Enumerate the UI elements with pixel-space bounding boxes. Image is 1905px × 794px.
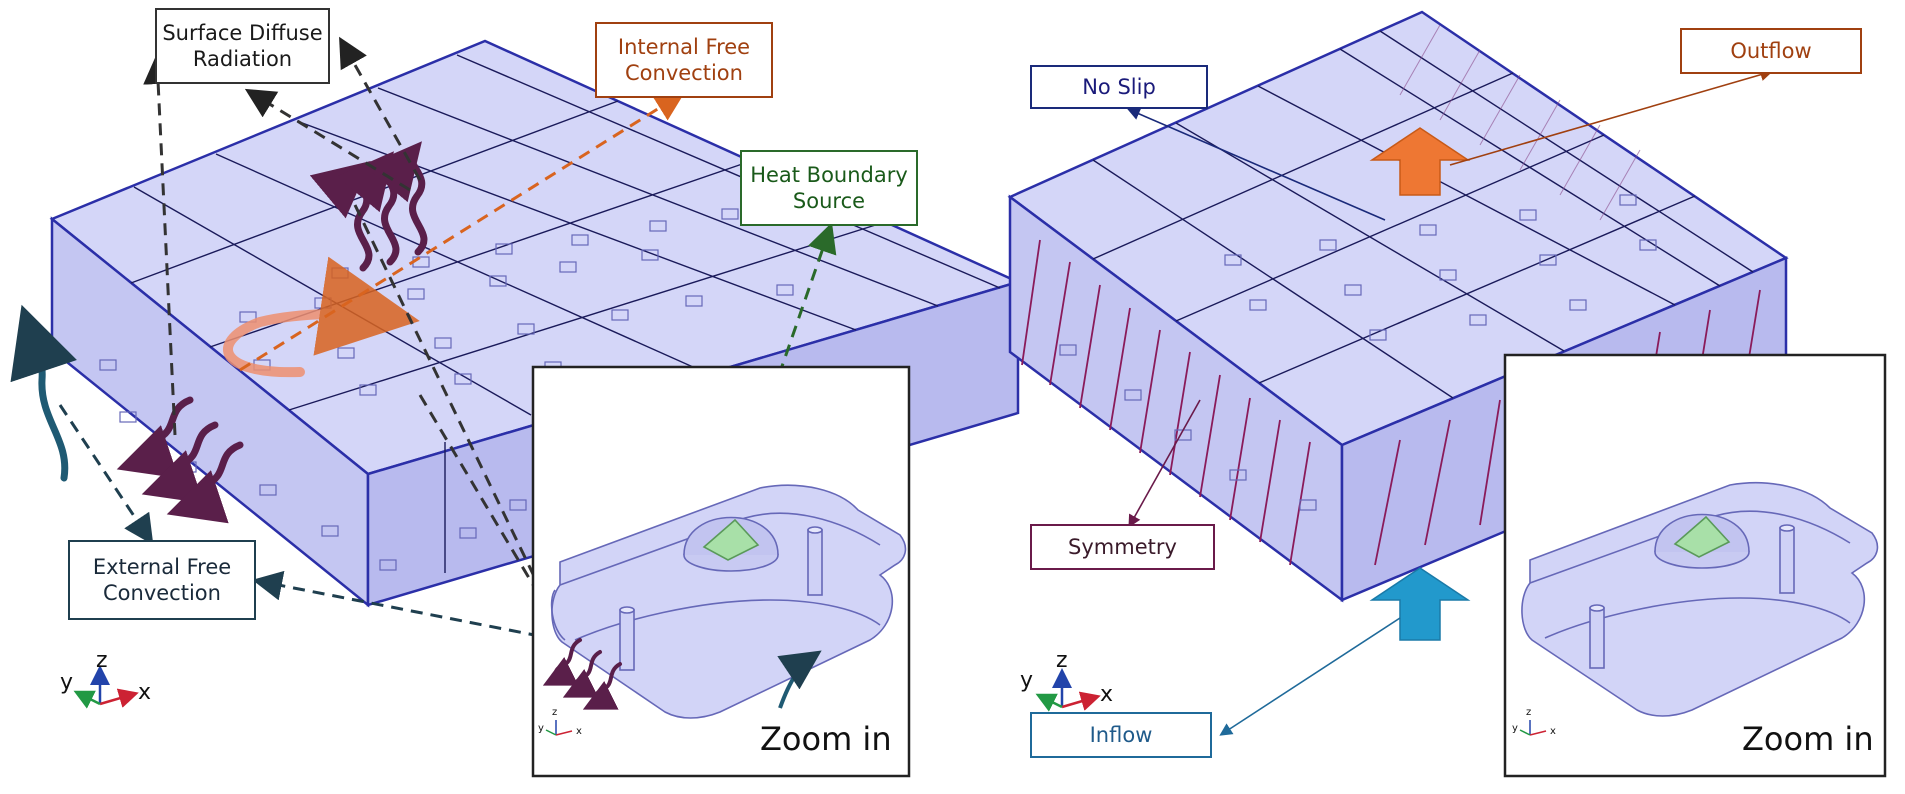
left-inset-axis-z-label: z xyxy=(552,707,558,718)
right-inset-axis-z-label: z xyxy=(1526,707,1532,718)
left-axis-x-label: x xyxy=(138,680,152,705)
label-surface-diffuse-radiation-text: Surface Diffuse Radiation xyxy=(162,20,323,71)
label-outflow-text: Outflow xyxy=(1730,38,1812,63)
label-heat-boundary-source: Heat Boundary Source xyxy=(740,150,918,226)
right-enclosure-box xyxy=(1007,10,1789,641)
right-inset-axis-triad xyxy=(1519,720,1547,736)
label-no-slip: No Slip xyxy=(1030,65,1208,109)
left-zoom-in-caption: Zoom in xyxy=(760,720,892,758)
right-zoom-in-caption: Zoom in xyxy=(1742,720,1874,758)
left-inset-flow-arrow xyxy=(777,650,822,709)
left-inset-wave-arrows xyxy=(542,638,622,710)
left-axis-y-label: y xyxy=(60,670,74,695)
label-heat-boundary-source-text: Heat Boundary Source xyxy=(750,162,908,213)
label-outflow: Outflow xyxy=(1680,28,1862,74)
label-inflow-text: Inflow xyxy=(1089,722,1153,747)
left-inset-axis-triad xyxy=(545,720,573,736)
label-internal-free-convection-text: Internal Free Convection xyxy=(617,34,751,85)
right-inset-device xyxy=(1521,482,1879,717)
label-internal-free-convection: Internal Free Convection xyxy=(595,22,773,98)
left-axis-triad xyxy=(73,665,139,709)
label-no-slip-text: No Slip xyxy=(1082,74,1156,99)
left-inset-axis-x-label: x xyxy=(576,726,582,737)
right-zoom-inset xyxy=(1503,353,1887,778)
right-inset-axis-x-label: x xyxy=(1550,726,1556,737)
right-axis-y-label: y xyxy=(1020,668,1034,693)
external-convection-wave-arrows xyxy=(116,396,244,524)
right-axis-triad xyxy=(1035,668,1101,712)
label-symmetry-text: Symmetry xyxy=(1068,534,1177,559)
right-axis-z-label: z xyxy=(1056,648,1068,673)
left-axis-z-label: z xyxy=(96,648,108,673)
right-leader-lines xyxy=(1127,68,1774,736)
left-zoom-inset xyxy=(531,365,911,778)
outflow-arrow xyxy=(1369,127,1471,196)
label-external-free-convection: External Free Convection xyxy=(68,540,256,620)
label-surface-diffuse-radiation: Surface Diffuse Radiation xyxy=(155,8,330,84)
right-box-top-symmetry-lines xyxy=(1399,24,1641,221)
inflow-arrow xyxy=(1369,567,1471,641)
right-axis-x-label: x xyxy=(1100,682,1114,707)
label-inflow: Inflow xyxy=(1030,712,1212,758)
right-inset-axis-y-label: y xyxy=(1512,723,1518,734)
external-flow-arrow xyxy=(10,304,77,482)
label-symmetry: Symmetry xyxy=(1030,524,1215,570)
label-external-free-convection-text: External Free Convection xyxy=(92,554,232,605)
left-inset-axis-y-label: y xyxy=(538,723,544,734)
